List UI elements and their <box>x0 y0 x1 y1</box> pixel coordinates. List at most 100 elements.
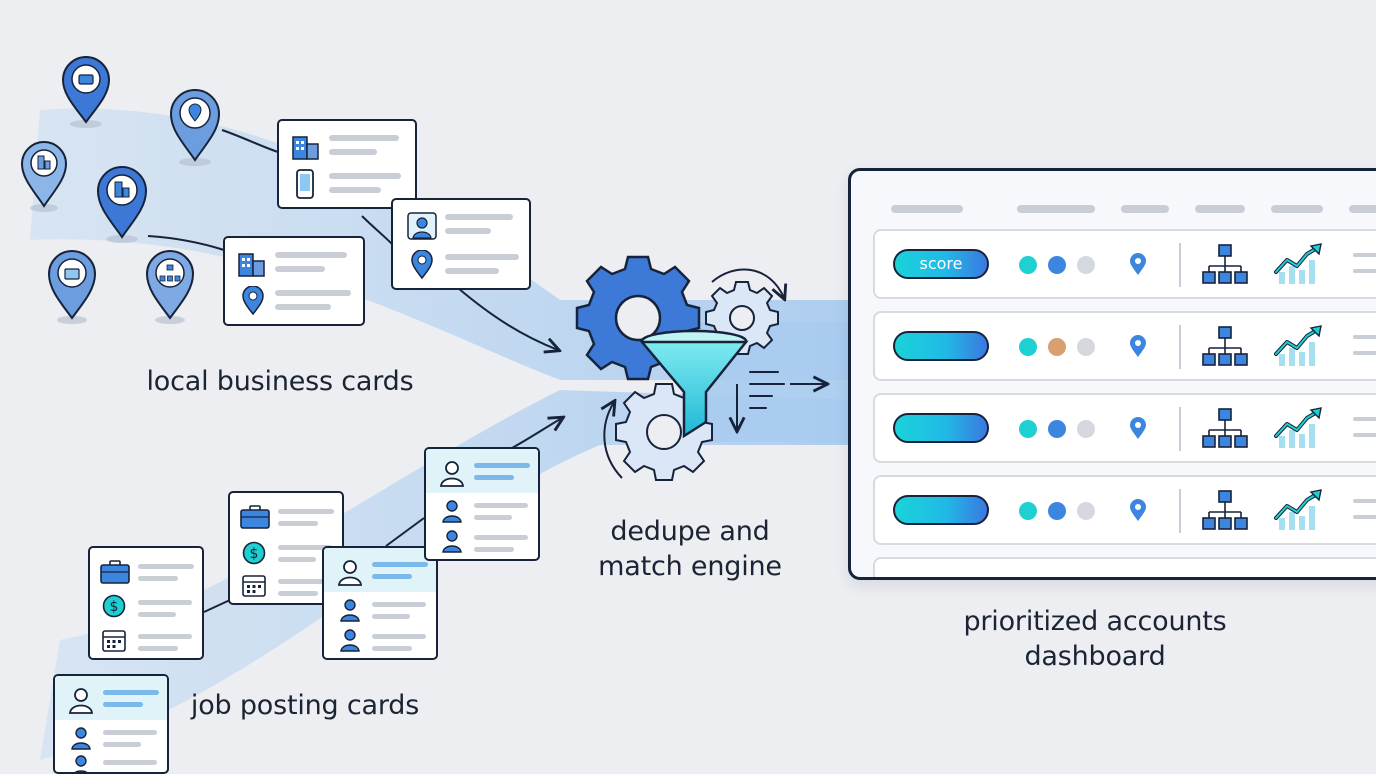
text-line <box>1353 499 1376 503</box>
text-lines <box>372 562 428 651</box>
score-pill <box>893 331 989 361</box>
header-bar <box>1349 205 1376 213</box>
trend-chart-icon <box>1274 489 1322 530</box>
user-icon <box>71 727 91 750</box>
map-pins <box>20 56 221 324</box>
job-posting-card <box>322 546 438 660</box>
location-icon <box>1130 417 1146 439</box>
cycle-arrow-bottom <box>604 402 623 479</box>
status-dot <box>1019 256 1037 274</box>
table-row[interactable] <box>873 475 1376 545</box>
local-business-card <box>391 198 531 290</box>
status-dot <box>1019 502 1037 520</box>
briefcase-icon <box>100 560 130 584</box>
dashboard-label: prioritized accounts dashboard <box>930 604 1260 674</box>
status-dot <box>1019 420 1037 438</box>
cycle-arrow-top <box>711 268 784 298</box>
status-dot <box>1048 338 1066 356</box>
text-lines <box>275 252 351 310</box>
text-line <box>1353 433 1376 437</box>
column-divider <box>1179 489 1181 533</box>
arrow-jobs-to-engine <box>511 418 562 449</box>
status-dot <box>1048 256 1066 274</box>
status-dot <box>1077 420 1095 438</box>
score-pill <box>893 495 989 525</box>
user-icon <box>440 461 464 487</box>
status-dot <box>1048 420 1066 438</box>
briefcase-icon <box>240 505 270 529</box>
column-divider <box>1179 407 1181 451</box>
location-icon <box>1130 253 1146 275</box>
header-bar <box>891 205 963 213</box>
local-business-card <box>223 236 365 326</box>
building-icon <box>292 136 319 160</box>
dollar-icon: $ <box>102 594 126 618</box>
funnel-icon <box>639 329 749 439</box>
text-line <box>1353 253 1376 257</box>
text-lines <box>329 135 401 193</box>
org-chart-icon <box>1202 244 1248 284</box>
phone-icon <box>296 169 314 199</box>
trend-chart-icon <box>1274 407 1322 448</box>
engine-label-line2: match engine <box>598 551 782 582</box>
text-lines <box>445 214 519 274</box>
svg-text:$: $ <box>250 546 259 562</box>
speed-lines <box>749 371 785 409</box>
engine-label-line1: dedupe and <box>610 516 770 547</box>
user-icon <box>69 688 93 714</box>
dollar-icon: $ <box>242 541 266 565</box>
user-icon <box>442 500 462 523</box>
engine-label: dedupe and match engine <box>560 514 820 584</box>
trend-chart-icon <box>1274 243 1322 284</box>
column-divider <box>1179 325 1181 369</box>
user-icon <box>407 212 437 240</box>
connector-pin-card-2 <box>147 235 225 251</box>
user-icon <box>338 560 362 586</box>
table-row[interactable]: score <box>873 229 1376 299</box>
status-dot <box>1019 338 1037 356</box>
job-posting-card <box>424 447 540 561</box>
header-bar <box>1017 205 1095 213</box>
text-lines <box>138 564 194 651</box>
org-chart-icon <box>1202 490 1248 530</box>
local-business-card <box>277 119 417 209</box>
connector-job-1 <box>203 599 231 613</box>
trend-chart-icon <box>1274 325 1322 366</box>
text-lines <box>278 509 334 596</box>
text-line <box>1353 335 1376 339</box>
calendar-icon <box>102 630 126 652</box>
table-row-partial <box>873 557 1376 577</box>
dashboard-label-line1: prioritized accounts <box>963 606 1227 637</box>
score-pill <box>893 413 989 443</box>
connector-pin-card <box>221 129 279 153</box>
local-business-cards-label: local business cards <box>146 366 414 397</box>
text-lines <box>103 690 159 765</box>
org-chart-icon <box>1202 326 1248 366</box>
calendar-icon <box>242 575 266 597</box>
text-lines <box>474 463 530 552</box>
location-icon <box>1130 335 1146 357</box>
location-icon <box>242 286 264 316</box>
header-bar <box>1195 205 1245 213</box>
table-row[interactable] <box>873 393 1376 463</box>
status-dot <box>1077 338 1095 356</box>
table-row[interactable] <box>873 311 1376 381</box>
user-icon <box>340 629 360 652</box>
user-icon <box>442 530 462 553</box>
status-dot <box>1077 502 1095 520</box>
job-posting-card: $ <box>88 546 204 660</box>
org-chart-icon <box>1202 408 1248 448</box>
arrow-local-to-engine <box>457 287 558 350</box>
connector-job-2 <box>385 517 425 547</box>
text-line <box>1353 351 1376 355</box>
engine-graphic <box>575 255 826 481</box>
user-icon <box>74 755 88 772</box>
location-icon <box>411 250 433 280</box>
header-bar <box>1121 205 1169 213</box>
text-line <box>1353 515 1376 519</box>
job-posting-card <box>53 674 169 774</box>
score-pill: score <box>893 249 989 279</box>
header-bar <box>1271 205 1323 213</box>
status-dot <box>1077 256 1095 274</box>
